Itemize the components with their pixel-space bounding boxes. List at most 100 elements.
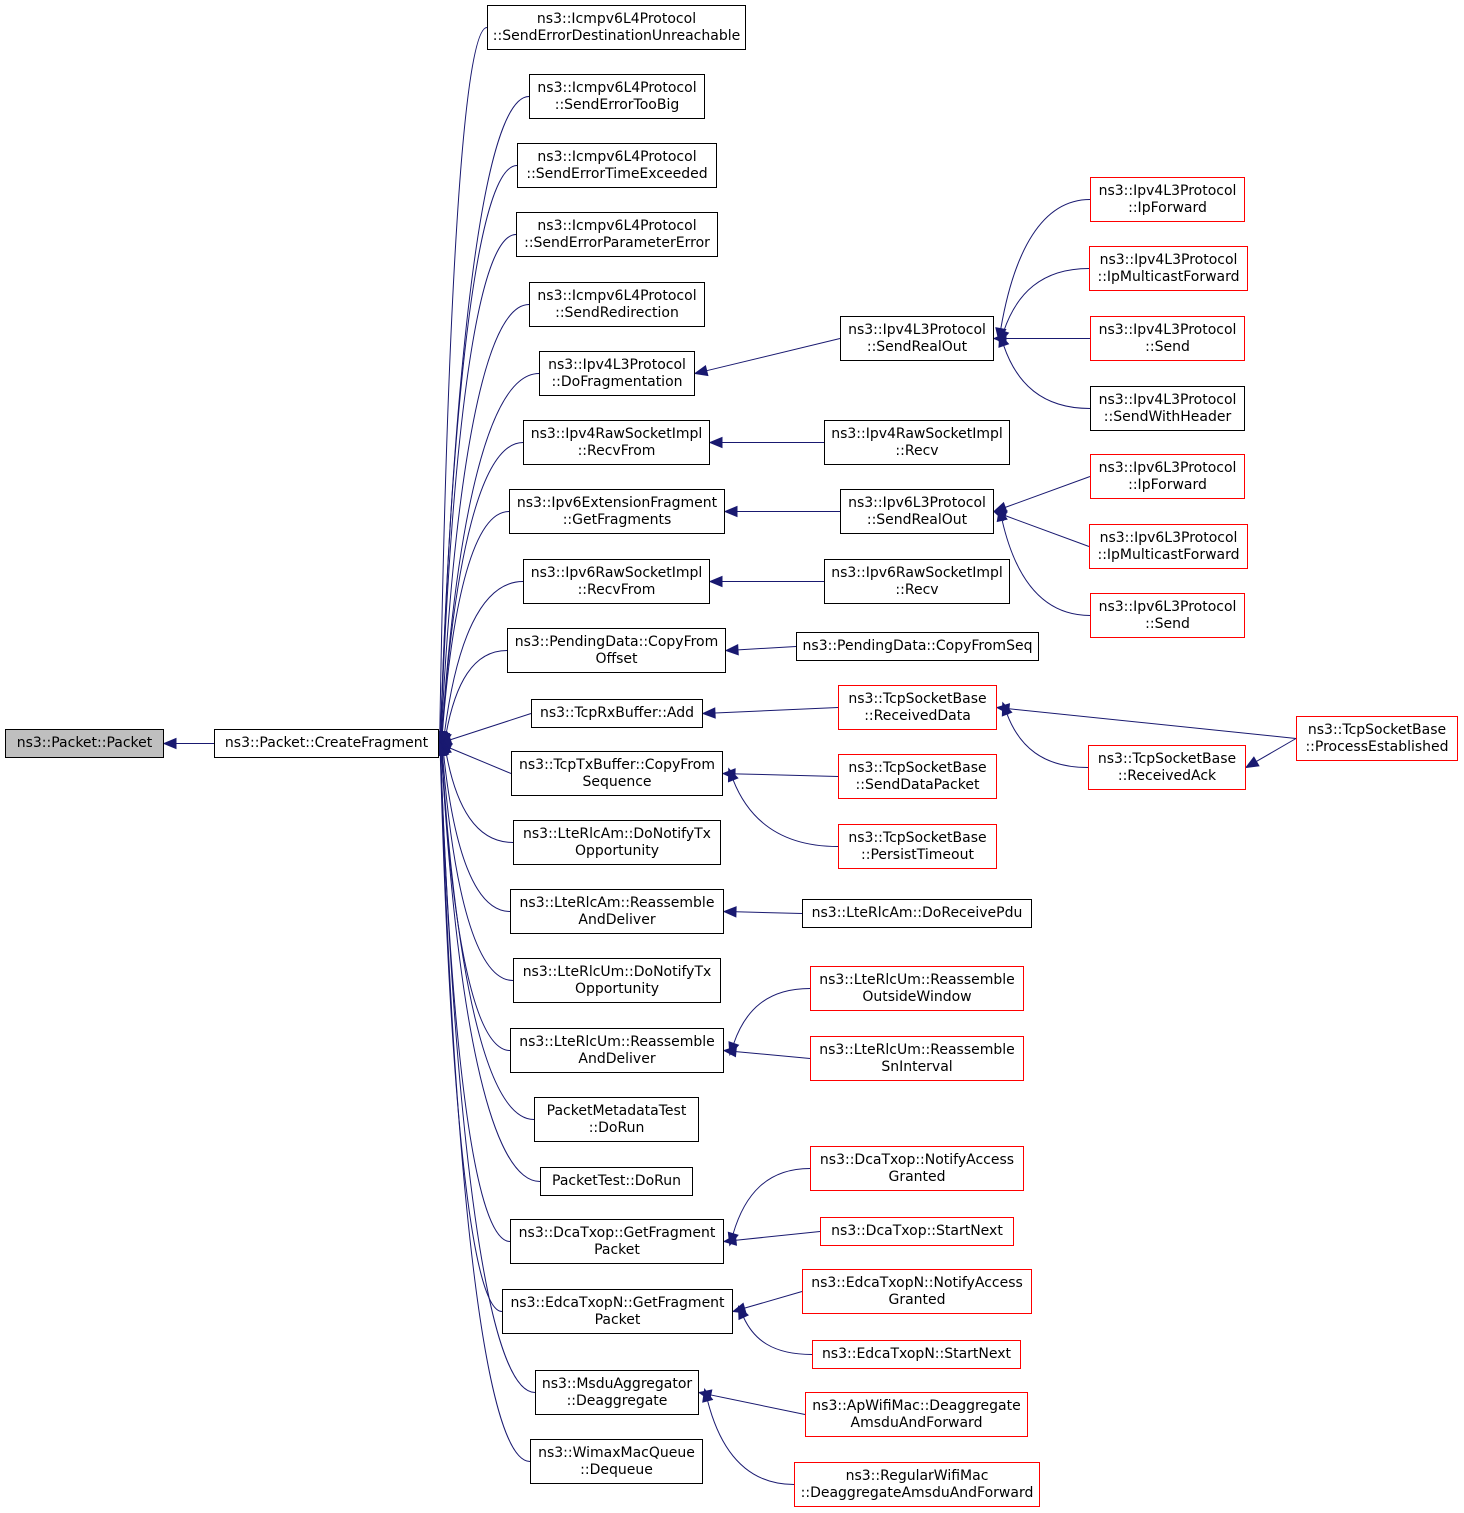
edge-apda-to-msdu: [710, 1394, 806, 1415]
node-tspe[interactable]: ns3::TcpSocketBase::ProcessEstablished: [1296, 716, 1458, 761]
node-wmq[interactable]: ns3::WimaxMacQueue::Dequeue: [530, 1439, 703, 1484]
node-label-line: Opportunity: [574, 980, 659, 997]
node-label-line: ns3::PendingData::CopyFromSeq: [802, 638, 1033, 654]
node-v4swh[interactable]: ns3::Ipv4L3Protocol::SendWithHeader: [1090, 386, 1245, 431]
node-pdseq[interactable]: ns3::PendingData::CopyFromSeq: [796, 632, 1039, 661]
node-r6rf[interactable]: ns3::Ipv6RawSocketImpl::RecvFrom: [523, 559, 710, 604]
node-i4[interactable]: ns3::Icmpv6L4Protocol::SendErrorParamete…: [516, 212, 718, 257]
edge-arrowhead: [722, 1234, 738, 1246]
edge-amrd-to-cf: [443, 754, 511, 912]
node-i3[interactable]: ns3::Icmpv6L4Protocol::SendErrorTimeExce…: [517, 143, 717, 188]
node-label-line: ns3::RegularWifiMac: [845, 1467, 989, 1484]
node-label-line: ::Send: [1145, 338, 1190, 355]
edge-i3-to-cf: [440, 165, 518, 732]
node-msdu[interactable]: ns3::MsduAggregator::Deaggregate: [535, 1370, 699, 1415]
edge-pdo-to-cf: [445, 650, 508, 734]
node-tsrd[interactable]: ns3::TcpSocketBase::ReceivedData: [838, 685, 997, 730]
node-label-line: ns3::TcpTxBuffer::CopyFrom: [519, 756, 715, 773]
edge-wmq-to-cf: [440, 755, 531, 1462]
node-label-line: ns3::EdcaTxopN::StartNext: [821, 1346, 1012, 1362]
node-label-line: ns3::Ipv6RawSocketImpl: [530, 564, 703, 581]
node-label-line: ::SendErrorTooBig: [554, 96, 680, 113]
node-v6sro[interactable]: ns3::Ipv6L3Protocol::SendRealOut: [840, 489, 994, 534]
node-i2[interactable]: ns3::Icmpv6L4Protocol::SendErrorTooBig: [529, 74, 705, 119]
node-r4recv[interactable]: ns3::Ipv4RawSocketImpl::Recv: [824, 420, 1010, 465]
node-r4rf[interactable]: ns3::Ipv4RawSocketImpl::RecvFrom: [523, 420, 710, 465]
node-tsra[interactable]: ns3::TcpSocketBase::ReceivedAck: [1088, 745, 1246, 790]
node-cf[interactable]: ns3::Packet::CreateFragment: [214, 729, 439, 758]
node-r6recv[interactable]: ns3::Ipv6RawSocketImpl::Recv: [824, 559, 1010, 604]
node-edsn[interactable]: ns3::EdcaTxopN::StartNext: [812, 1340, 1021, 1369]
node-label-line: ns3::LteRlcUm::DoNotifyTx: [522, 963, 712, 980]
node-v6send[interactable]: ns3::Ipv6L3Protocol::Send: [1090, 593, 1245, 638]
node-v4ipf[interactable]: ns3::Ipv4L3Protocol::IpForward: [1090, 177, 1245, 222]
node-label-line: ns3::MsduAggregator: [541, 1375, 693, 1392]
node-gf[interactable]: ns3::Ipv6ExtensionFragment::GetFragments: [509, 489, 725, 534]
node-label-line: ns3::LteRlcUm::Reassemble: [819, 971, 1015, 988]
node-label-line: ::ReceivedAck: [1117, 767, 1217, 784]
node-v4send[interactable]: ns3::Ipv4L3Protocol::Send: [1090, 316, 1245, 361]
node-label-line: ns3::Icmpv6L4Protocol: [536, 10, 697, 27]
edge-arrowhead: [998, 332, 1010, 348]
edge-arrowhead: [708, 575, 723, 588]
node-label-line: ns3::Icmpv6L4Protocol: [537, 287, 697, 304]
node-label-line: ns3::Ipv4RawSocketImpl: [530, 425, 703, 442]
node-tssdp[interactable]: ns3::TcpSocketBase::SendDataPacket: [838, 754, 997, 799]
edge-arrowhead: [1244, 756, 1260, 769]
edge-tspe-to-tsra: [1256, 738, 1297, 762]
node-v6ipf[interactable]: ns3::Ipv6L3Protocol::IpForward: [1090, 454, 1245, 499]
edge-dcana-to-dcagf: [732, 1168, 811, 1234]
node-label-line: ::Deaggregate: [566, 1392, 668, 1409]
node-pmt[interactable]: PacketMetadataTest::DoRun: [534, 1097, 699, 1142]
node-label-line: ns3::TcpRxBuffer::Add: [539, 705, 695, 721]
edge-edna-to-edgf: [744, 1291, 803, 1309]
edge-v6ipmf-to-v6sro: [1005, 515, 1090, 547]
edge-v4swh-to-v4sro: [1003, 345, 1091, 409]
node-label-line: ns3::LteRlcAm::Reassemble: [519, 894, 715, 911]
node-label-line: ns3::Icmpv6L4Protocol: [537, 148, 697, 165]
node-rxadd[interactable]: ns3::TcpRxBuffer::Add: [531, 699, 703, 728]
node-v4ipmf[interactable]: ns3::Ipv4L3Protocol::IpMulticastForward: [1089, 246, 1248, 291]
node-tspt[interactable]: ns3::TcpSocketBase::PersistTimeout: [838, 824, 997, 869]
node-amrp[interactable]: ns3::LteRlcAm::DoReceivePdu: [802, 899, 1032, 928]
node-label-line: ns3::PendingData::CopyFrom: [514, 633, 719, 650]
node-label-line: PacketTest::DoRun: [552, 1173, 681, 1189]
node-label-line: ::SendRealOut: [866, 511, 968, 528]
edge-rxadd-to-cf: [450, 713, 532, 741]
node-label-line: AndDeliver: [578, 911, 656, 928]
edge-arrowhead: [722, 1045, 737, 1058]
node-rwda[interactable]: ns3::RegularWifiMac::DeaggregateAmsduAnd…: [794, 1462, 1040, 1507]
node-label-line: ns3::Ipv4L3Protocol: [848, 321, 986, 338]
node-label-line: ::DeaggregateAmsduAndForward: [800, 1484, 1034, 1501]
edge-tspt-to-txcopy: [732, 779, 839, 847]
node-v4sro[interactable]: ns3::Ipv4L3Protocol::SendRealOut: [840, 316, 994, 361]
node-pt[interactable]: PacketTest::DoRun: [540, 1167, 693, 1196]
node-label-line: ::Recv: [895, 581, 939, 598]
edge-umsn-to-umrd: [735, 1051, 811, 1059]
node-i5[interactable]: ns3::Icmpv6L4Protocol::SendRedirection: [529, 282, 705, 327]
node-dcasn[interactable]: ns3::DcaTxop::StartNext: [820, 1217, 1014, 1246]
node-label-line: ns3::Ipv6L3Protocol: [848, 494, 986, 511]
node-label-line: ns3::WimaxMacQueue: [538, 1444, 695, 1461]
edge-umow-to-umrd: [733, 988, 811, 1044]
node-i1[interactable]: ns3::Icmpv6L4Protocol::SendErrorDestinat…: [487, 5, 746, 50]
node-label-line: ns3::LteRlcUm::Reassemble: [519, 1033, 715, 1050]
node-df[interactable]: ns3::Ipv4L3Protocol::DoFragmentation: [539, 351, 695, 396]
edge-i4-to-cf: [440, 234, 517, 732]
edge-v4sro-to-df: [706, 338, 841, 372]
node-v6ipmf[interactable]: ns3::Ipv6L3Protocol::IpMulticastForward: [1089, 524, 1248, 569]
node-root[interactable]: ns3::Packet::Packet: [5, 729, 164, 758]
